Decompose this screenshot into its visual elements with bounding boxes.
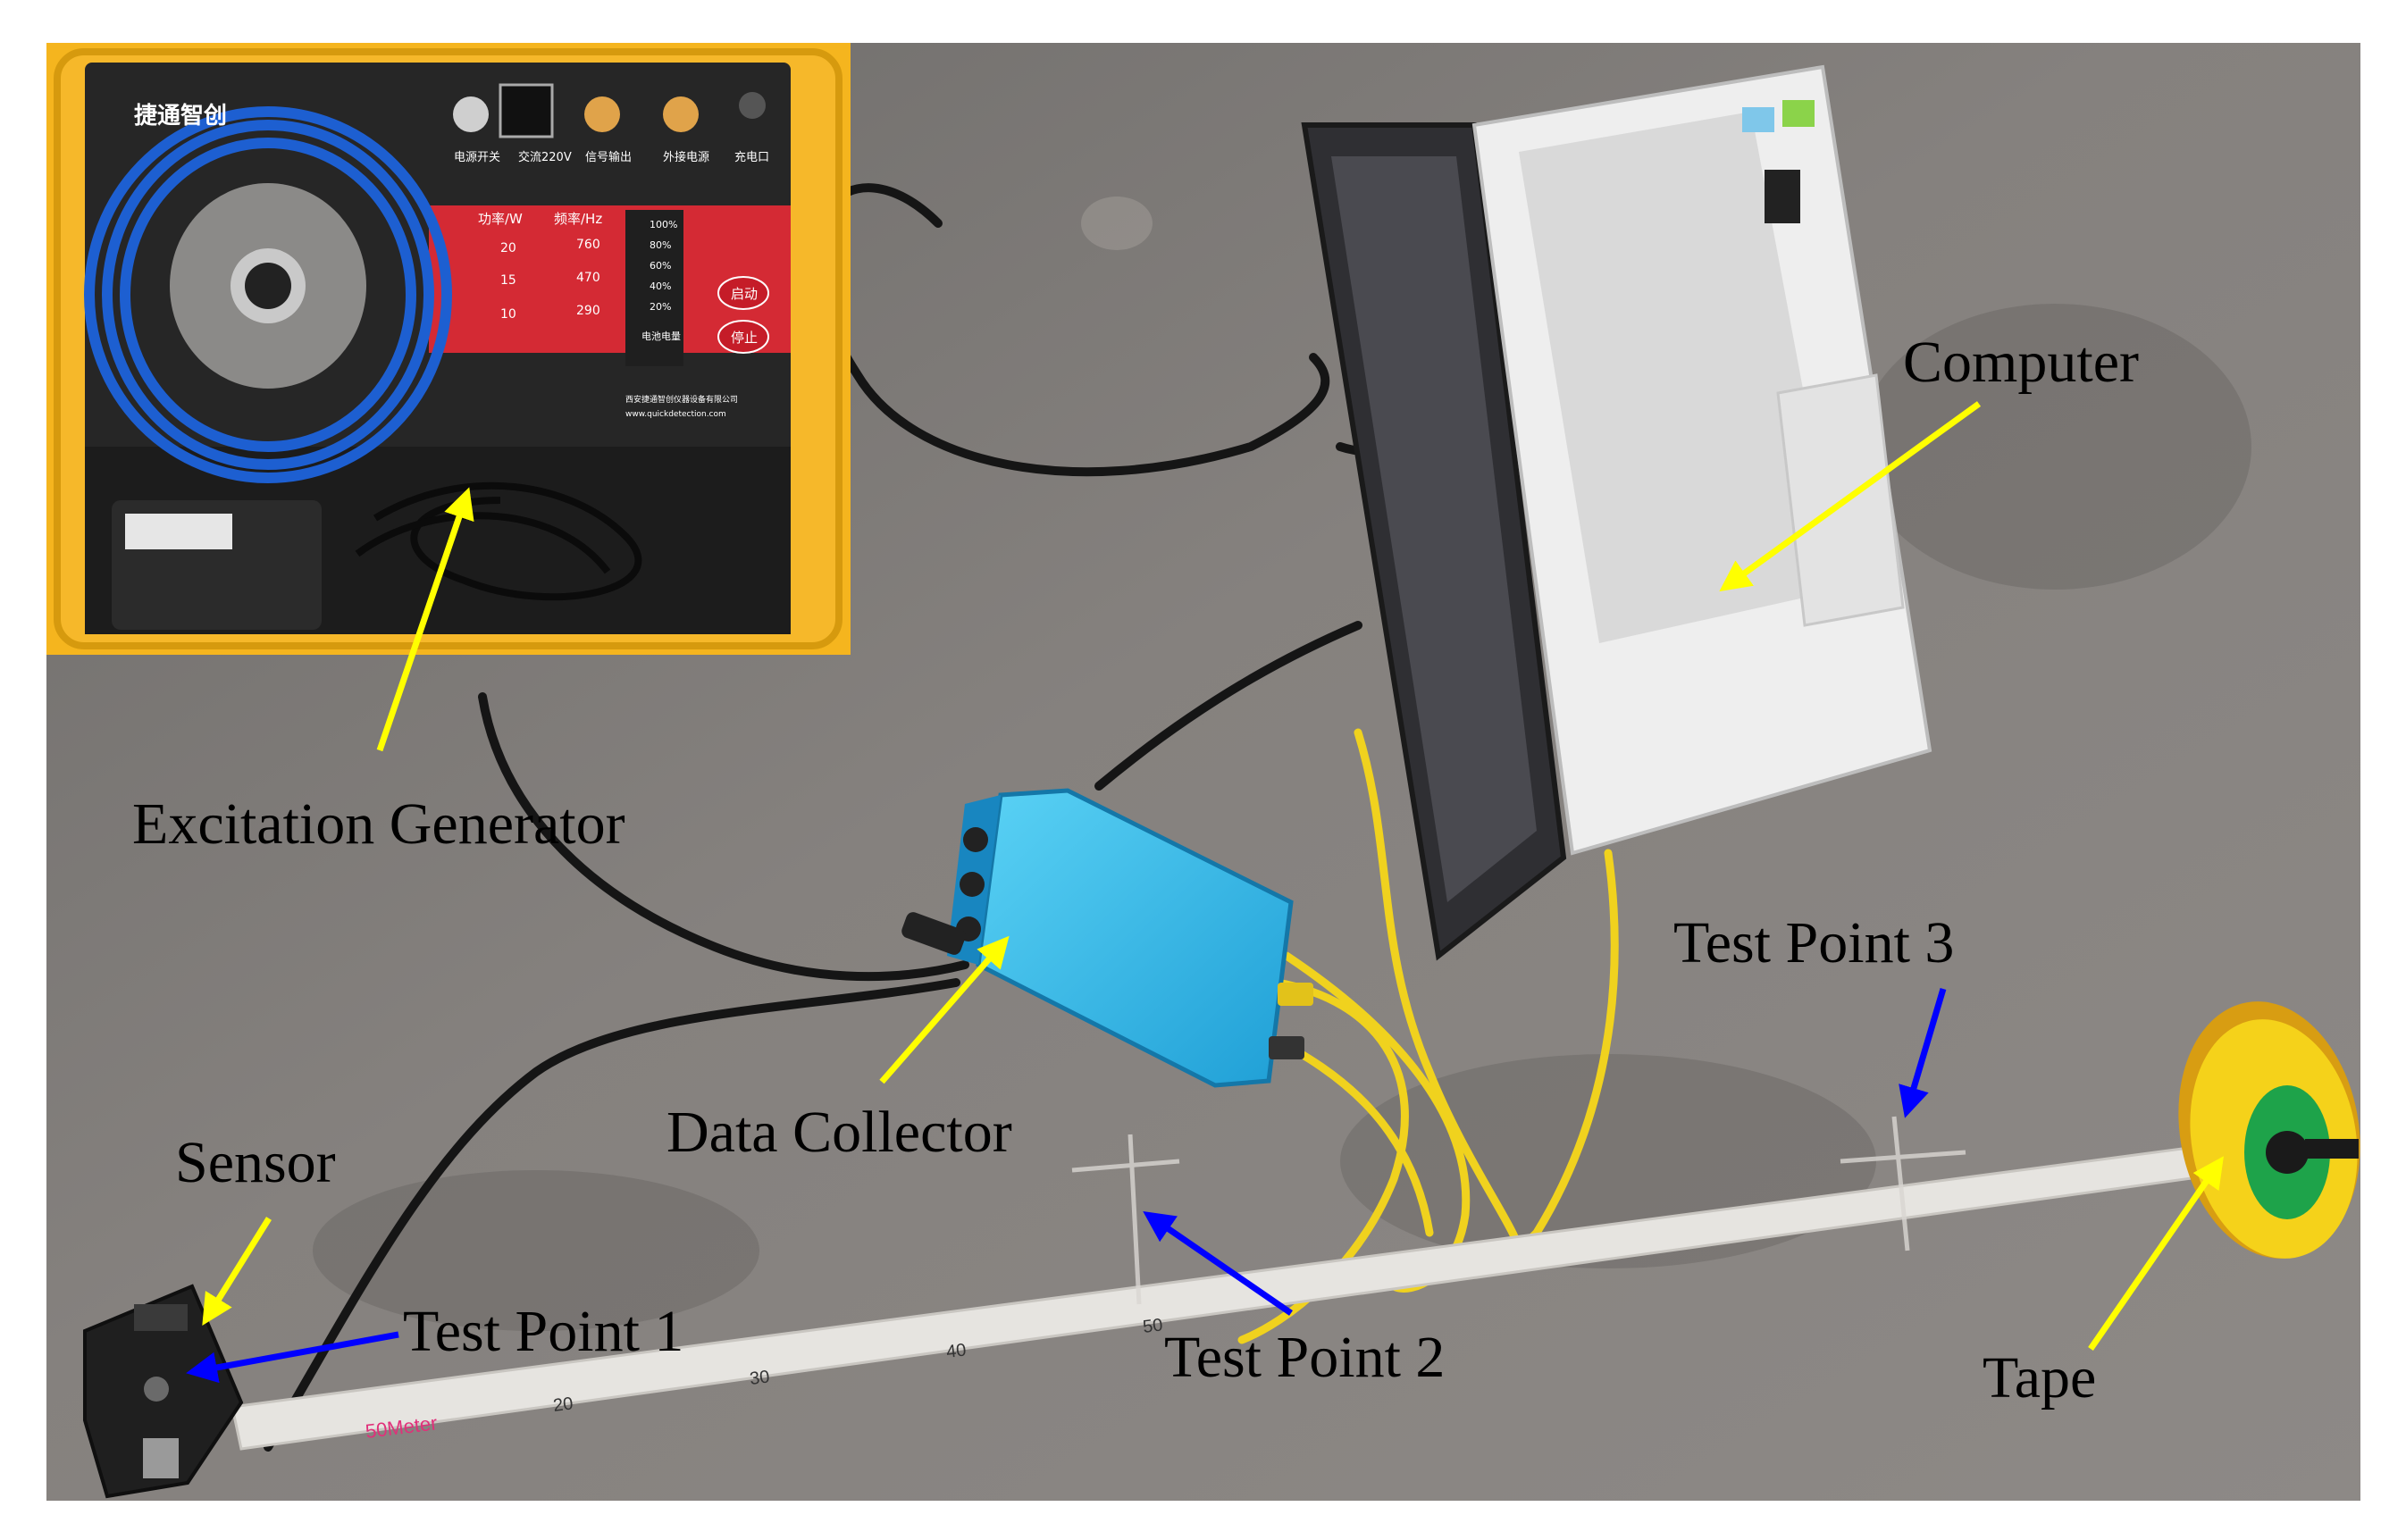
label-data-collector: Data Collector: [666, 1100, 1012, 1165]
generator-port-icons: [453, 83, 766, 138]
generator-power-header: 功率/W: [478, 211, 523, 227]
label-test-point-2: Test Point 2: [1164, 1325, 1446, 1390]
arrow-tape: [2088, 1156, 2224, 1351]
generator-freq-header: 频率/Hz: [554, 211, 602, 227]
tape-marking: 30: [749, 1367, 771, 1389]
arrow-computer: [1719, 401, 1982, 592]
generator-hose-coil: [84, 106, 452, 483]
generator-power-value: 10: [500, 307, 516, 322]
generator-port-label: 信号输出: [585, 150, 632, 164]
arrow-test-point-2: [1143, 1211, 1293, 1316]
arrow-sensor: [202, 1217, 272, 1326]
generator-black-cable-bundle: [355, 481, 642, 601]
arrow-excitation-generator: [376, 487, 474, 752]
data-collector-connectors: [901, 827, 1313, 1059]
chalk-marks: [1071, 1116, 1966, 1305]
generator-battery-label: 电池电量: [641, 331, 681, 342]
label-test-point-3: Test Point 3: [1673, 910, 1955, 975]
sensor: [83, 1284, 244, 1499]
generator-battery-level: 20%: [650, 301, 671, 313]
tape-marking: 40: [945, 1340, 968, 1362]
label-excitation-generator: Excitation Generator: [132, 791, 625, 857]
generator-battery-level: 60%: [650, 260, 671, 272]
generator-port-label: 外接电源: [663, 150, 709, 164]
generator-power-value: 15: [500, 273, 516, 288]
generator-battery-level: 100%: [650, 219, 677, 230]
tape-marking: 20: [552, 1394, 574, 1416]
laptop-keyboard: [1519, 112, 1840, 643]
generator-company: 西安捷通智创仪器设备有限公司: [625, 394, 738, 405]
generator-port-label: 交流220V: [518, 150, 572, 164]
generator-start-button: 启动: [731, 286, 758, 302]
label-test-point-1: Test Point 1: [403, 1299, 684, 1364]
generator-freq-value: 290: [576, 304, 600, 318]
tape-reel: [2178, 1001, 2360, 1259]
label-computer: Computer: [1903, 330, 2139, 395]
arrow-test-point-1: [186, 1331, 399, 1384]
arrow-test-point-3: [1899, 988, 1947, 1118]
label-tape: Tape: [1983, 1345, 2097, 1410]
floor-stains: [313, 197, 2251, 1331]
generator-website: www.quickdetection.com: [625, 410, 726, 419]
generator-stop-button: 停止: [731, 330, 758, 346]
generator-freq-value: 470: [576, 271, 600, 285]
generator-red-band: [429, 205, 791, 353]
arrow-data-collector: [879, 935, 1010, 1084]
excitation-generator-inset: 捷通智创 电源开关 交流220V 信号输出 外接电源 充电口 功率/W 频率/H…: [46, 43, 851, 655]
laptop: [1301, 64, 1932, 961]
generator-freq-value: 760: [576, 238, 600, 252]
generator-port-label: 充电口: [734, 150, 769, 164]
generator-brand: 捷通智创: [134, 103, 227, 130]
tape-marking: 50: [1142, 1315, 1164, 1337]
generator-power-value: 20: [500, 241, 516, 255]
generator-battery-level: 80%: [650, 239, 671, 251]
laptop-screen-keys: [1331, 156, 1537, 902]
annotation-arrows: [186, 401, 2224, 1384]
generator-port-label: 电源开关: [454, 151, 500, 164]
label-sensor: Sensor: [175, 1130, 336, 1195]
generator-battery-level: 40%: [650, 280, 671, 292]
